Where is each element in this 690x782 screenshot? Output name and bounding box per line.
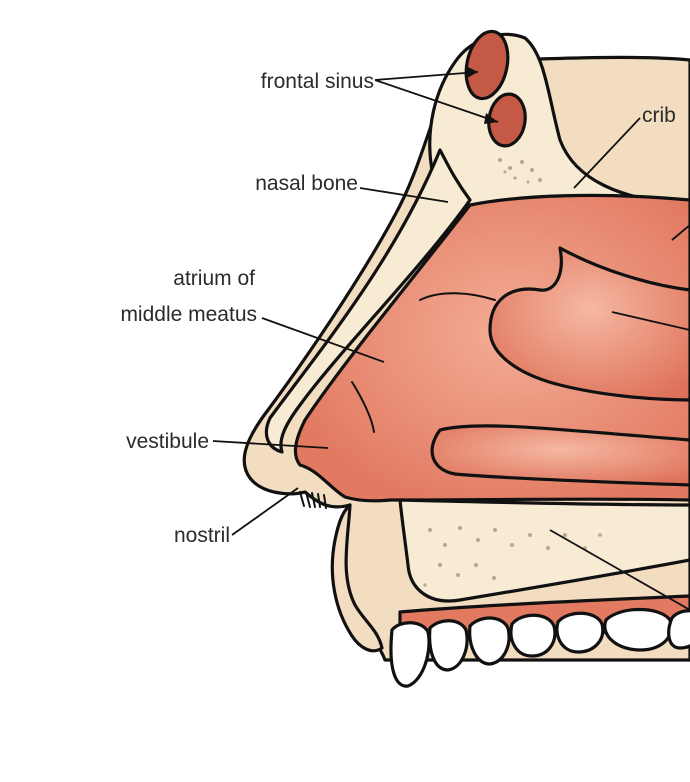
teeth bbox=[389, 608, 690, 688]
tooth-molar-2 bbox=[667, 609, 690, 650]
leader-meatus bbox=[671, 224, 690, 241]
tooth-premolar-2 bbox=[555, 611, 605, 654]
label-atrium-line2: middle meatus bbox=[120, 303, 257, 326]
arrowheads bbox=[466, 66, 498, 124]
leader-vestibule bbox=[212, 440, 329, 449]
leader-palate bbox=[549, 529, 690, 611]
tooth-incisor bbox=[389, 621, 431, 688]
leader-frontal-sinus-a bbox=[374, 71, 479, 81]
mucosa-fold bbox=[419, 292, 496, 301]
hard-palate bbox=[398, 498, 690, 603]
middle-turbinate bbox=[488, 246, 690, 402]
label-atrium-line1: atrium of bbox=[173, 267, 255, 290]
nasal-bone-shape bbox=[264, 148, 472, 454]
leader-cribriform bbox=[573, 117, 641, 189]
label-frontal-sinus: frontal sinus bbox=[261, 70, 374, 93]
palate-speckle bbox=[423, 526, 602, 587]
label-cribriform: crib bbox=[642, 104, 676, 127]
label-vestibule: vestibule bbox=[126, 430, 209, 453]
leader-atrium bbox=[261, 317, 385, 363]
leader-nostril bbox=[231, 487, 299, 536]
inferior-turbinate bbox=[430, 424, 690, 487]
leader-lines bbox=[212, 71, 690, 611]
upper-lip bbox=[330, 503, 384, 653]
tooth-molar bbox=[603, 608, 673, 652]
leader-nasal-bone bbox=[359, 187, 449, 203]
ethmoid-speckle bbox=[498, 158, 542, 184]
tooth-lateral bbox=[428, 619, 469, 672]
leader-frontal-sinus-b bbox=[374, 79, 499, 123]
tooth-canine bbox=[468, 616, 511, 666]
frontal-sinus-upper bbox=[464, 29, 510, 101]
leader-turbinate bbox=[611, 311, 690, 331]
tooth-premolar-1 bbox=[509, 613, 557, 658]
label-nostril: nostril bbox=[174, 524, 230, 547]
nostril-hairs bbox=[299, 491, 327, 509]
vestibule-fold bbox=[351, 381, 375, 433]
label-nasal-bone: nasal bone bbox=[255, 172, 358, 195]
